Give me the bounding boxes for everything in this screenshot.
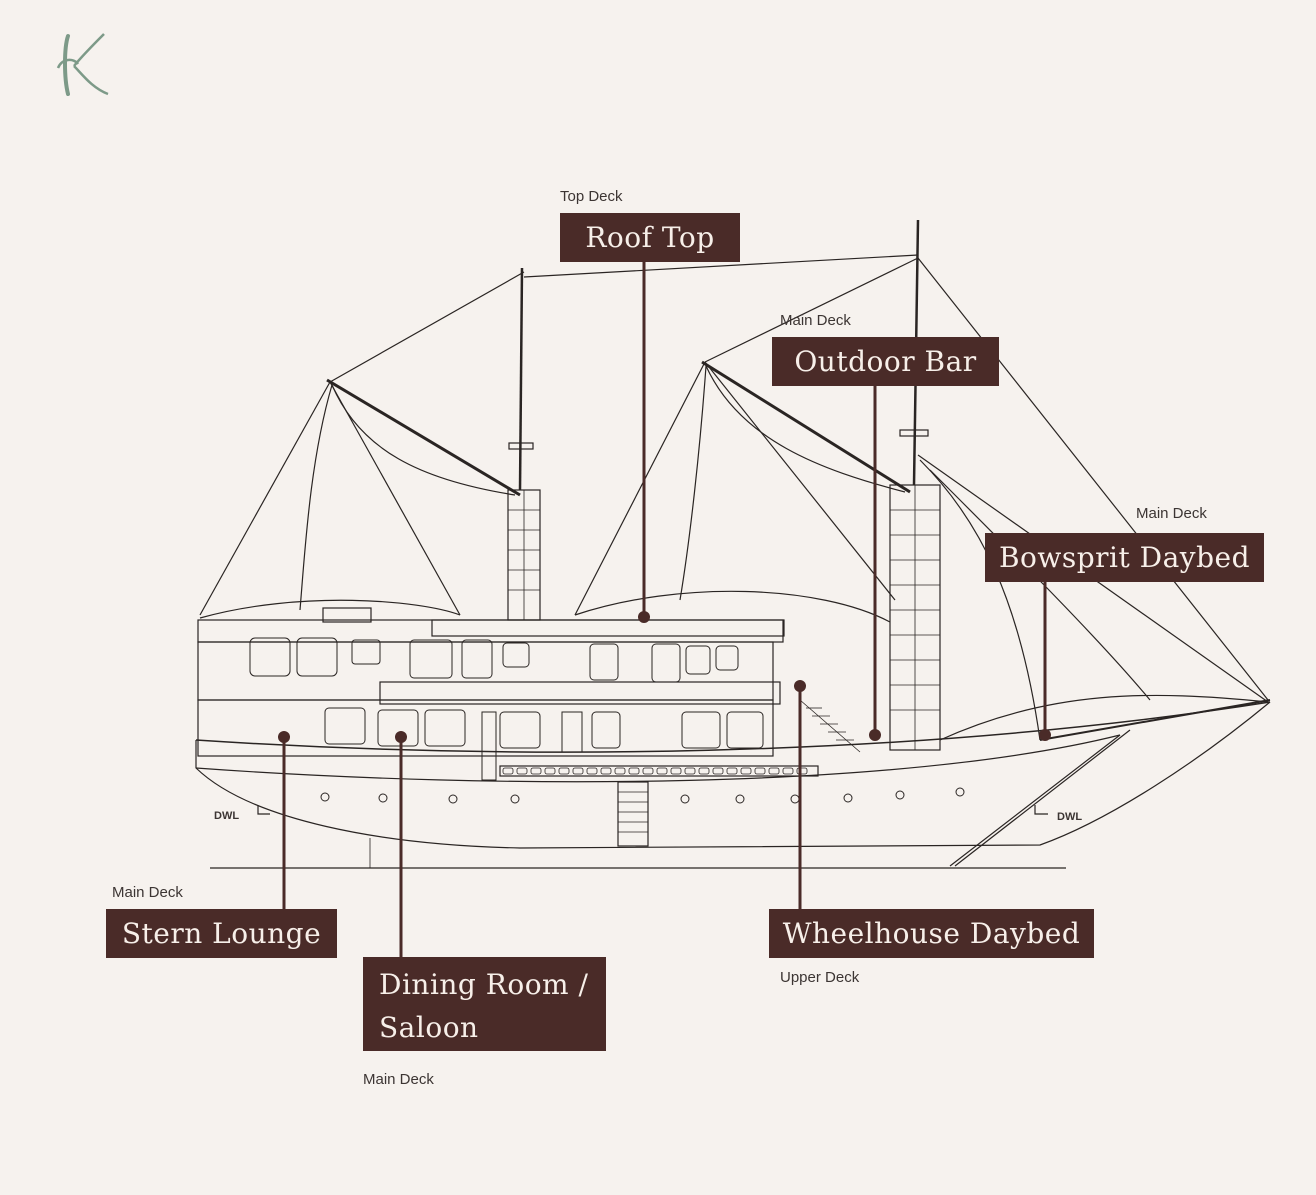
- roof-top-deck-label: Top Deck: [560, 188, 623, 205]
- wheelhouse-daybed-label: Wheelhouse Daybed: [769, 909, 1094, 958]
- wheelhouse-daybed-deck-label: Upper Deck: [780, 969, 860, 986]
- roof-top-label: Roof Top: [560, 213, 740, 262]
- k-monogram-logo: [56, 33, 109, 96]
- dwl-label-bow: DWL: [1057, 811, 1083, 823]
- dining-room-label-line2: Saloon: [379, 1011, 479, 1044]
- outdoor-bar-label: Outdoor Bar: [772, 337, 999, 386]
- dwl-label-stern: DWL: [214, 810, 240, 822]
- dining-room-label-line1: Dining Room /: [379, 968, 589, 1001]
- stern-lounge-label: Stern Lounge: [106, 909, 337, 958]
- outdoor-bar-deck-label: Main Deck: [780, 312, 851, 329]
- bowsprit-daybed-deck-label: Main Deck: [1136, 505, 1207, 522]
- stern-lounge-deck-label: Main Deck: [112, 884, 183, 901]
- dining-room-marker: [395, 731, 407, 743]
- stern-lounge-marker: [278, 731, 290, 743]
- wheelhouse-daybed-marker: [794, 680, 806, 692]
- dining-room-label: Dining Room / Saloon: [363, 957, 606, 1051]
- dining-room-deck-label: Main Deck: [363, 1071, 434, 1088]
- roof-top-marker: [638, 611, 650, 623]
- bowsprit-daybed-marker: [1039, 729, 1051, 741]
- bowsprit-daybed-label: Bowsprit Daybed: [985, 533, 1264, 582]
- outdoor-bar-marker: [869, 729, 881, 741]
